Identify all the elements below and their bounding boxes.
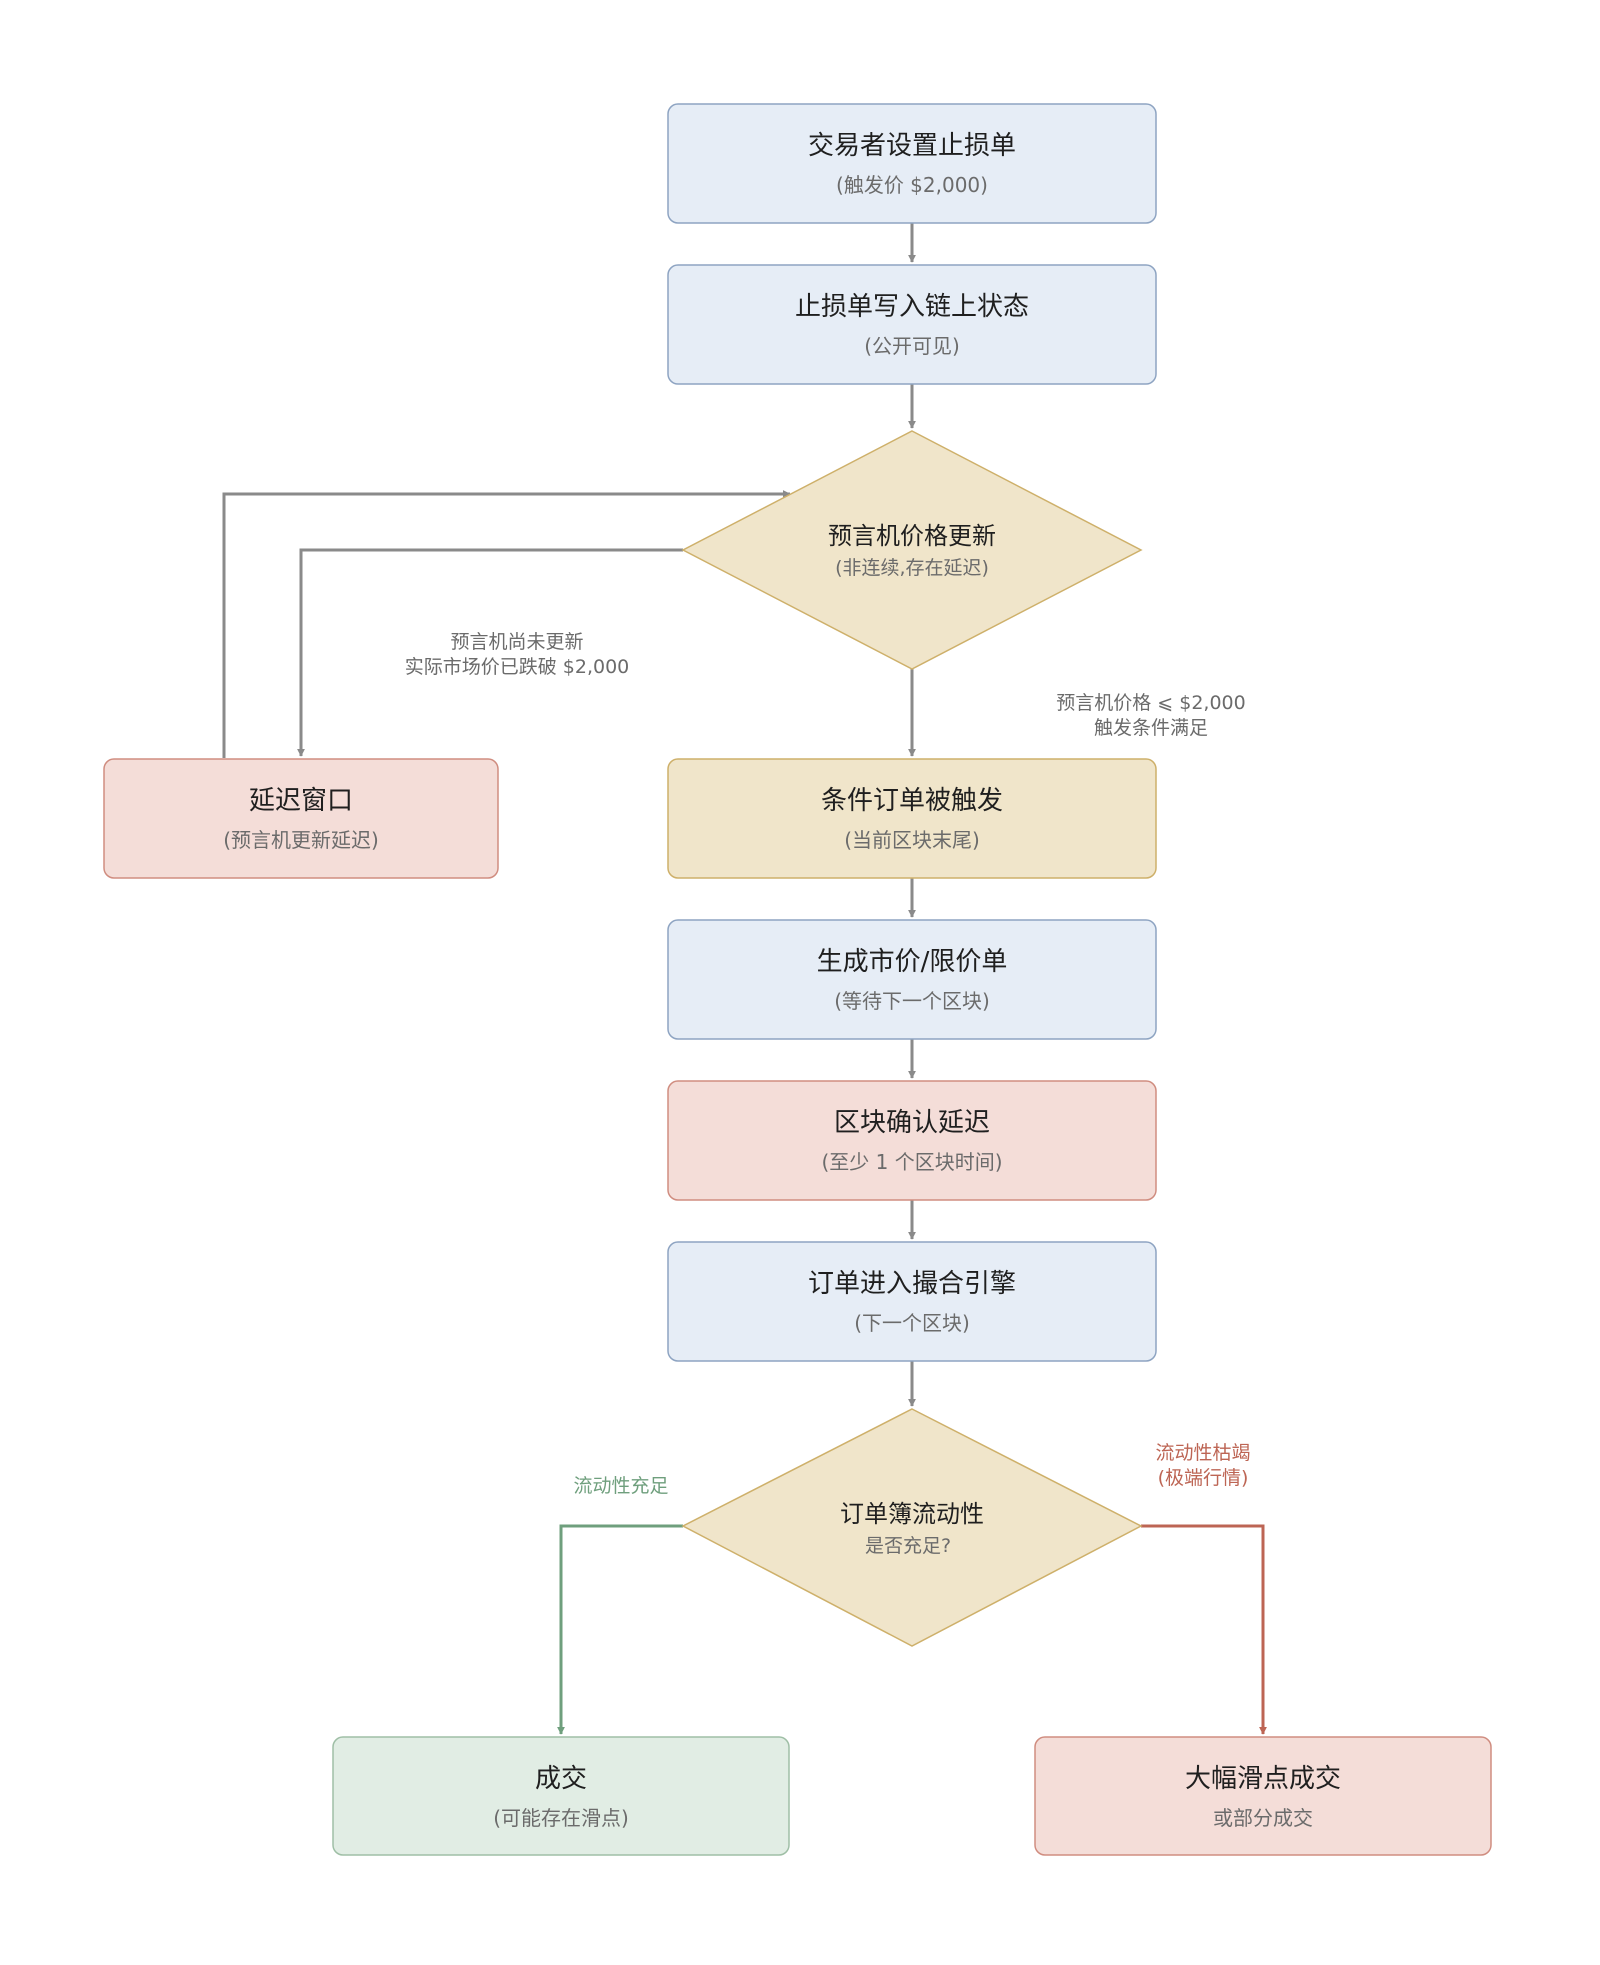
label-dried-up-line2: (极端行情) [1158,1467,1249,1489]
node-slippage: 大幅滑点成交 或部分成交 [1034,1736,1492,1856]
node-matching-title: 订单进入撮合引擎 [808,1269,1016,1299]
node-matching-subtitle: (下一个区块) [854,1311,970,1335]
node-matching: 订单进入撮合引擎 (下一个区块) [667,1241,1157,1362]
node-block-delay: 区块确认延迟 (至少 1 个区块时间) [667,1080,1157,1201]
decision-liquidity: 订单簿流动性 是否充足? [681,1408,1143,1647]
edge-delay-to-oracle [222,490,791,758]
label-sufficient: 流动性充足 [573,1475,668,1497]
label-not-updated-line1: 预言机尚未更新 [450,631,583,653]
node-filled-subtitle: (可能存在滑点) [493,1806,629,1830]
node-set-stop-title: 交易者设置止损单 [808,131,1016,161]
node-set-stop-subtitle: (触发价 $2,000) [836,173,988,197]
decision-oracle-title: 预言机价格更新 [828,522,996,550]
node-slippage-subtitle: 或部分成交 [1213,1806,1313,1830]
label-not-updated-line2: 实际市场价已跌破 $2,000 [405,656,630,678]
node-market-order-title: 生成市价/限价单 [817,947,1008,977]
edge-liquidity-to-slippage [1141,1524,1267,1735]
node-delay-window-subtitle: (预言机更新延迟) [223,828,379,852]
label-condition-met-line1: 预言机价格 ⩽ $2,000 [1056,692,1245,714]
edge-liquidity-to-filled [557,1524,683,1735]
node-onchain-title: 止损单写入链上状态 [795,292,1029,322]
decision-liquidity-title: 订单簿流动性 [840,1500,984,1528]
node-filled-title: 成交 [535,1764,587,1794]
node-set-stop: 交易者设置止损单 (触发价 $2,000) [667,103,1157,224]
node-block-delay-title: 区块确认延迟 [834,1108,990,1138]
node-triggered-title: 条件订单被触发 [821,786,1003,816]
edge-oracle-to-delay [297,548,683,757]
node-delay-window-title: 延迟窗口 [249,786,353,816]
node-onchain-subtitle: (公开可见) [864,334,960,358]
node-delay-window: 延迟窗口 (预言机更新延迟) [103,758,499,879]
edges [222,223,1267,1735]
node-triggered: 条件订单被触发 (当前区块末尾) [667,758,1157,879]
node-triggered-subtitle: (当前区块末尾) [844,828,980,852]
node-slippage-title: 大幅滑点成交 [1185,1764,1341,1794]
node-market-order: 生成市价/限价单 (等待下一个区块) [667,919,1157,1040]
node-market-order-subtitle: (等待下一个区块) [834,989,990,1013]
label-condition-met-line2: 触发条件满足 [1094,717,1208,739]
label-dried-up-line1: 流动性枯竭 [1155,1442,1250,1464]
decision-oracle: 预言机价格更新 (非连续,存在延迟) [681,430,1143,670]
node-block-delay-subtitle: (至少 1 个区块时间) [821,1150,1002,1174]
node-onchain: 止损单写入链上状态 (公开可见) [667,264,1157,385]
decision-oracle-subtitle: (非连续,存在延迟) [835,557,989,579]
edge-labels: 预言机尚未更新 实际市场价已跌破 $2,000 预言机价格 ⩽ $2,000 触… [405,631,1251,1497]
decision-liquidity-subtitle: 是否充足? [865,1535,951,1557]
node-filled: 成交 (可能存在滑点) [332,1736,790,1856]
